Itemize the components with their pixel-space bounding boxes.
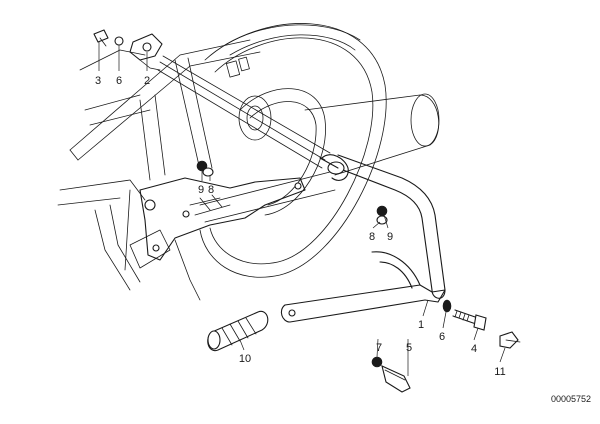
pivot-washer-6 (442, 299, 452, 313)
callout-10: 10 (239, 353, 251, 365)
leader-lines (98, 42, 506, 376)
rear-wheel-outline (199, 23, 387, 278)
callout-6-right: 6 (439, 331, 445, 343)
callout-1: 1 (418, 319, 424, 331)
callout-8-right: 8 (369, 231, 375, 243)
grease-fitting-11 (499, 331, 521, 349)
callout-3-top: 3 (95, 75, 101, 87)
callout-9-right: 9 (387, 231, 393, 243)
callout-2-top: 2 (144, 75, 150, 87)
callout-4: 4 (471, 343, 477, 355)
centre-stand (280, 154, 446, 323)
upper-spring-hook (129, 33, 163, 71)
lower-washer-7 (371, 356, 383, 368)
mid-washer-8 (202, 167, 214, 177)
pivot-bolt-4 (452, 309, 487, 331)
return-spring (157, 55, 349, 181)
motorcycle-frame-outline (57, 39, 261, 301)
stand-mounting-bracket (139, 177, 306, 261)
upper-washer-6 (114, 36, 124, 46)
drawing-number: 00005752 (551, 394, 591, 404)
callout-6-top: 6 (116, 75, 122, 87)
callout-5: 5 (406, 342, 412, 354)
callout-11: 11 (494, 366, 505, 378)
callout-9-mid: 9 (198, 184, 204, 196)
foot-rubber-10 (207, 310, 269, 352)
upper-bolt-3 (93, 29, 109, 47)
lower-pin-5 (381, 365, 411, 393)
right-nut-9 (376, 205, 388, 217)
callout-8-mid: 8 (208, 184, 214, 196)
exhaust-muffler-outline (199, 93, 440, 223)
callout-7: 7 (376, 342, 382, 354)
